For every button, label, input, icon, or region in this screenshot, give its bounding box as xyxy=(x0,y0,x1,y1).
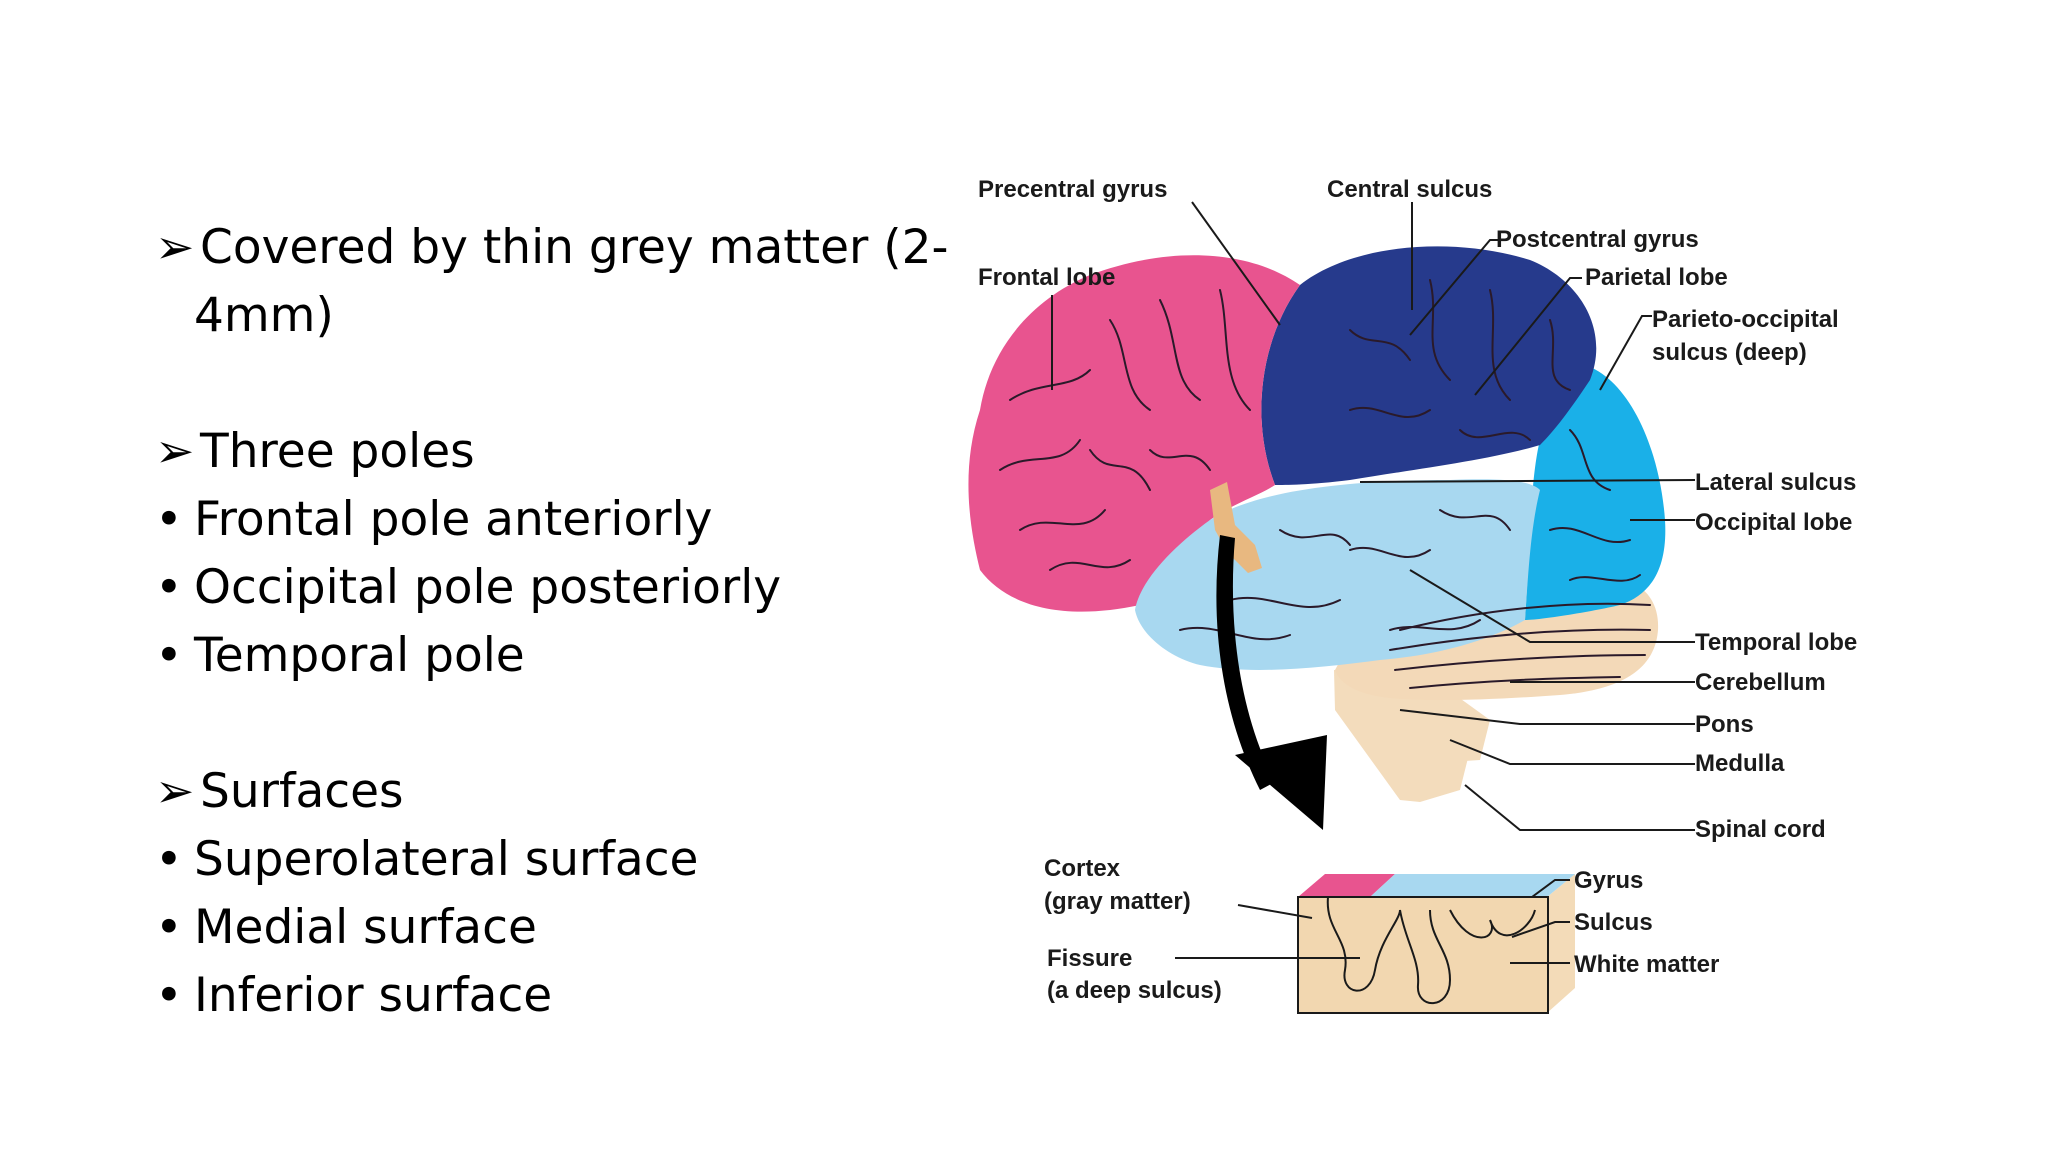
curved-arrow-shaft xyxy=(1216,535,1275,790)
label-fissure-1: Fissure xyxy=(1047,945,1132,972)
heading-text: Three poles xyxy=(200,424,475,479)
list-item-text: Temporal pole xyxy=(194,628,525,683)
leader-lines xyxy=(1051,201,1696,964)
dot-bullet-icon: • xyxy=(155,900,183,955)
heading-text: Covered by thin grey matter (2- xyxy=(200,220,949,275)
label-cortex-2: (gray matter) xyxy=(1044,888,1191,915)
parietal-lobe-shape xyxy=(1261,246,1597,485)
cerebellum-folia xyxy=(1389,602,1651,689)
bullet-heading-grey-matter: ➢ Covered by thin grey matter (2- xyxy=(155,214,949,282)
heading-continuation: 4mm) xyxy=(194,288,334,343)
insula-shape xyxy=(1210,482,1262,573)
list-item: • Inferior surface xyxy=(155,962,915,1030)
arrow-bullet-icon: ➢ xyxy=(155,764,195,819)
dot-bullet-icon: • xyxy=(155,832,183,887)
list-item-text: Medial surface xyxy=(194,900,537,955)
list-item-text: Frontal pole anteriorly xyxy=(194,492,713,547)
list-item-text: Occipital pole posteriorly xyxy=(194,560,782,615)
label-parieto-occipital-2: sulcus (deep) xyxy=(1652,339,1807,366)
block-outline xyxy=(1297,896,1549,1014)
list-item-text: Superolateral surface xyxy=(194,832,699,887)
label-cerebellum: Cerebellum xyxy=(1695,669,1826,696)
spinal-cord-shape xyxy=(1334,670,1470,802)
heading-text: Surfaces xyxy=(200,764,404,819)
label-temporal-lobe: Temporal lobe xyxy=(1695,629,1857,656)
block-gyri-fold xyxy=(1326,896,1536,1005)
list-item-text: Inferior surface xyxy=(194,968,553,1023)
arrow-bullet-icon: ➢ xyxy=(155,220,195,275)
parietal-sulci xyxy=(1349,279,1571,441)
label-occipital-lobe: Occipital lobe xyxy=(1695,509,1852,536)
label-gyrus: Gyrus xyxy=(1574,867,1643,894)
label-postcentral-gyrus: Postcentral gyrus xyxy=(1496,226,1699,253)
block-top-gray-matter-left xyxy=(1298,874,1395,897)
cortex-block xyxy=(1297,874,1575,1014)
arrow-bullet-icon: ➢ xyxy=(155,424,195,479)
frontal-sulci xyxy=(999,289,1251,571)
block-top-gray-matter-right xyxy=(1370,874,1575,897)
label-central-sulcus: Central sulcus xyxy=(1327,176,1492,203)
block-front-face xyxy=(1298,897,1548,1013)
list-item: • Superolateral surface xyxy=(155,826,915,894)
bullet-list: ➢ Covered by thin grey matter (2- 4mm) ➢… xyxy=(155,214,949,1030)
occipital-lobe-shape xyxy=(1525,365,1666,620)
list-item: • Temporal pole xyxy=(155,622,915,690)
label-pons: Pons xyxy=(1695,711,1754,738)
label-frontal-lobe: Frontal lobe xyxy=(978,264,1115,291)
block-side-face xyxy=(1547,874,1575,1013)
curved-arrow-head xyxy=(1235,735,1327,830)
bullet-heading-surfaces: ➢ Surfaces xyxy=(155,758,915,826)
label-precentral-gyrus: Precentral gyrus xyxy=(978,176,1167,203)
label-white-matter: White matter xyxy=(1574,951,1719,978)
dot-bullet-icon: • xyxy=(155,492,183,547)
brain-diagram-svg: Precentral gyrus Central sulcus Postcent… xyxy=(968,176,1857,1014)
brain-diagram: Precentral gyrus Central sulcus Postcent… xyxy=(930,150,1930,1050)
label-spinal-cord: Spinal cord xyxy=(1695,816,1826,843)
dot-bullet-icon: • xyxy=(155,560,183,615)
label-cortex-1: Cortex xyxy=(1044,855,1121,882)
label-parietal-lobe: Parietal lobe xyxy=(1585,264,1728,291)
dot-bullet-icon: • xyxy=(155,628,183,683)
label-fissure-2: (a deep sulcus) xyxy=(1047,977,1222,1004)
list-item: • Occipital pole posteriorly xyxy=(155,554,915,622)
occipital-sulci xyxy=(1549,429,1641,582)
label-sulcus: Sulcus xyxy=(1574,909,1653,936)
list-item: • Frontal pole anteriorly xyxy=(155,486,915,554)
bullet-heading-three-poles: ➢ Three poles xyxy=(155,418,915,486)
label-parieto-occipital-1: Parieto-occipital xyxy=(1652,306,1839,333)
label-medulla: Medulla xyxy=(1695,750,1785,777)
label-lateral-sulcus: Lateral sulcus xyxy=(1695,469,1856,496)
dot-bullet-icon: • xyxy=(155,968,183,1023)
list-item: • Medial surface xyxy=(155,894,915,962)
